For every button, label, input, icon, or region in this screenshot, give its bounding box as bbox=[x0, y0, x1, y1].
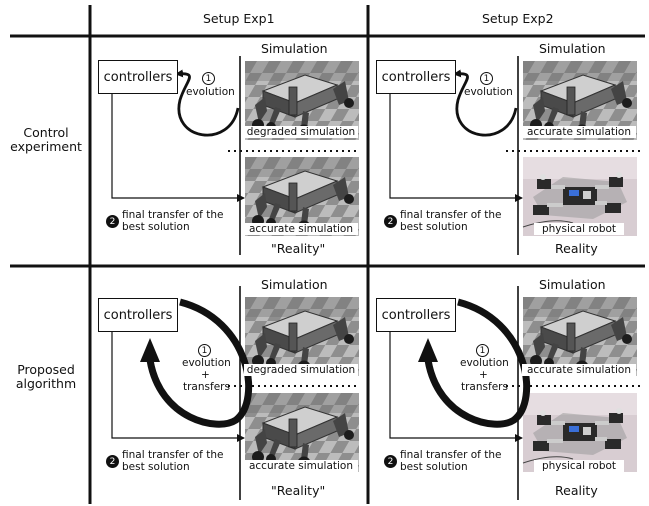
transfers-label: transfers bbox=[461, 381, 508, 393]
evolution-label: evolution bbox=[464, 86, 513, 98]
final-transfer-label: final transfer of the best solution bbox=[400, 449, 502, 473]
image-caption: physical robot bbox=[534, 460, 624, 472]
final-transfer-arrow bbox=[389, 332, 523, 442]
evolution-transfer-loop bbox=[146, 298, 253, 428]
step-2-marker: 2 bbox=[106, 455, 119, 468]
final-transfer-line: final transfer of the bbox=[400, 449, 502, 461]
final-transfer-line: best solution bbox=[122, 220, 190, 233]
final-transfer-label: final transfer of the best solution bbox=[122, 449, 224, 473]
final-transfer-arrow bbox=[111, 332, 245, 442]
step-2-marker: 2 bbox=[384, 215, 397, 228]
image-caption: accurate simulation bbox=[522, 126, 636, 138]
image-caption: degraded simulation bbox=[244, 126, 358, 138]
final-transfer-line: final transfer of the bbox=[400, 209, 502, 221]
transfers-label: transfers bbox=[183, 381, 230, 393]
evolution-transfer-arrowhead bbox=[418, 338, 438, 362]
simulation-title: Simulation bbox=[539, 41, 606, 56]
step-1-marker: 1 bbox=[198, 344, 211, 357]
evolution-loop-arrow bbox=[453, 69, 518, 137]
controllers-box: controllers bbox=[376, 60, 456, 94]
final-transfer-arrow bbox=[389, 94, 523, 202]
final-transfer-line: best solution bbox=[400, 460, 468, 473]
image-caption: physical robot bbox=[534, 223, 624, 235]
evolution-loop-arrow bbox=[175, 69, 240, 137]
image-caption: degraded simulation bbox=[244, 364, 358, 376]
column-header-exp2: Setup Exp2 bbox=[482, 11, 554, 26]
row-label-line: Control bbox=[23, 125, 69, 140]
step-2-marker: 2 bbox=[384, 455, 397, 468]
reality-label: Reality bbox=[555, 241, 598, 256]
image-caption: accurate simulation bbox=[244, 460, 358, 472]
evolution-label: evolution bbox=[182, 357, 231, 369]
final-transfer-line: best solution bbox=[400, 220, 468, 233]
simulation-title: Simulation bbox=[539, 277, 606, 292]
evolution-transfer-loop bbox=[424, 298, 531, 428]
step-1-marker: 1 bbox=[202, 72, 215, 85]
row-label-line: experiment bbox=[10, 138, 82, 154]
step-1-marker: 1 bbox=[480, 72, 493, 85]
reality-label: "Reality" bbox=[271, 483, 326, 498]
controllers-box: controllers bbox=[98, 298, 178, 332]
evolution-label: evolution bbox=[460, 357, 509, 369]
controllers-box: controllers bbox=[376, 298, 456, 332]
final-transfer-label: final transfer of the best solution bbox=[400, 209, 502, 233]
final-transfer-line: final transfer of the bbox=[122, 209, 224, 221]
row-label-line: Proposed bbox=[17, 362, 75, 377]
image-caption: accurate simulation bbox=[244, 223, 358, 235]
reality-label: "Reality" bbox=[271, 241, 326, 256]
column-header-exp1: Setup Exp1 bbox=[203, 11, 275, 26]
final-transfer-label: final transfer of the best solution bbox=[122, 209, 224, 233]
reality-label: Reality bbox=[555, 483, 598, 498]
row-label-proposed: Proposed algorithm bbox=[4, 363, 88, 391]
plus-label: + bbox=[201, 369, 210, 381]
simulation-title: Simulation bbox=[261, 41, 328, 56]
final-transfer-line: final transfer of the bbox=[122, 449, 224, 461]
row-label-control: Control experiment bbox=[4, 126, 88, 154]
step-1-marker: 1 bbox=[476, 344, 489, 357]
controllers-box: controllers bbox=[98, 60, 178, 94]
simulation-title: Simulation bbox=[261, 277, 328, 292]
plus-label: + bbox=[479, 369, 488, 381]
final-transfer-arrow bbox=[111, 94, 245, 202]
step-2-marker: 2 bbox=[106, 215, 119, 228]
row-label-line: algorithm bbox=[15, 375, 77, 391]
evolution-label: evolution bbox=[186, 86, 235, 98]
final-transfer-line: best solution bbox=[122, 460, 190, 473]
image-caption: accurate simulation bbox=[522, 364, 636, 376]
evolution-transfer-arrowhead bbox=[140, 338, 160, 362]
